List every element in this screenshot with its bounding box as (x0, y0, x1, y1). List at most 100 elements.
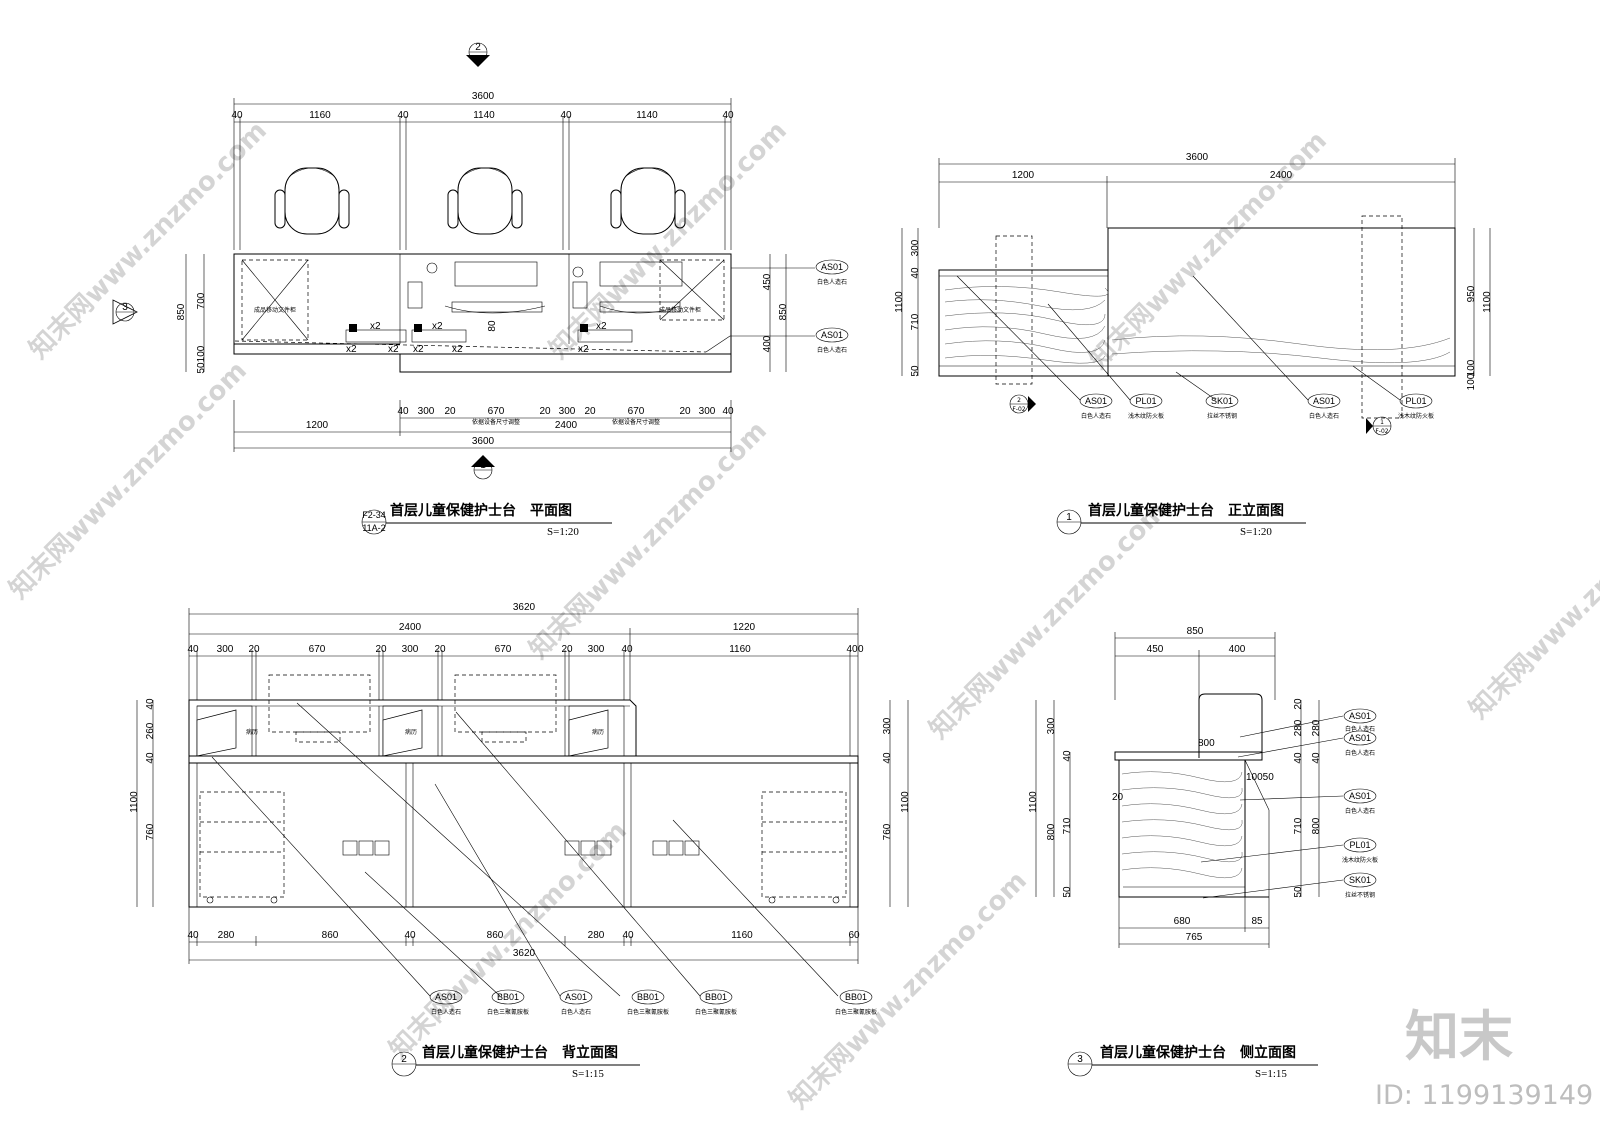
material-tag: SK01 拉丝不锈钢 (1343, 872, 1377, 899)
svg-text:3600: 3600 (1186, 152, 1209, 163)
svg-text:2: 2 (1017, 397, 1021, 404)
section-marker: 2 F-02 (1009, 394, 1036, 414)
svg-text:100: 100 (1466, 359, 1477, 376)
svg-text:3620: 3620 (513, 602, 536, 613)
svg-text:11A-2: 11A-2 (362, 523, 385, 533)
svg-text:670: 670 (628, 406, 645, 417)
side-title: 首层儿童保健护士台 侧立面图 (1100, 1044, 1296, 1061)
wood-grain (1121, 771, 1243, 879)
watermark-4: 知末网www.znzmo.com (4, 356, 253, 605)
plan-small-dim: 80 (487, 320, 498, 332)
svg-text:40: 40 (622, 930, 634, 941)
svg-text:20: 20 (584, 406, 596, 417)
material-tag: AS01 白色人造石 (1343, 730, 1377, 757)
front-title-block: 1 首层儿童保健护士台 正立面图 S=1:20 (1056, 502, 1306, 538)
svg-text:白色三聚氰胺板: 白色三聚氰胺板 (627, 1008, 669, 1016)
svg-text:PL01: PL01 (1135, 396, 1156, 406)
material-tag: PL01 浅木纹防火板 (1342, 837, 1378, 864)
power-outlet-icon (652, 840, 700, 856)
svg-text:2: 2 (475, 42, 481, 53)
svg-text:2: 2 (401, 1054, 407, 1065)
svg-text:3600: 3600 (472, 436, 495, 447)
svg-text:300: 300 (588, 644, 605, 655)
svg-text:SK01: SK01 (1349, 875, 1371, 885)
svg-text:850: 850 (176, 303, 187, 320)
svg-text:白色人造石: 白色人造石 (1345, 807, 1375, 815)
plan-view: 2 3600 40 1160 40 1140 40 1140 40 (112, 42, 849, 538)
svg-text:1: 1 (480, 460, 486, 471)
svg-text:860: 860 (322, 930, 339, 941)
power-outlet-icon (564, 840, 612, 856)
svg-text:400: 400 (1229, 644, 1246, 655)
svg-text:300: 300 (559, 406, 576, 417)
svg-text:40: 40 (404, 930, 416, 941)
svg-text:20: 20 (539, 406, 551, 417)
svg-text:710: 710 (1062, 817, 1073, 834)
svg-text:2400: 2400 (1270, 170, 1293, 181)
svg-text:40: 40 (846, 644, 858, 655)
svg-text:白色三聚氰胺板: 白色三聚氰胺板 (695, 1008, 737, 1016)
svg-text:x2: x2 (596, 321, 607, 332)
svg-text:0: 0 (858, 644, 864, 655)
plan-title: 首层儿童保健护士台 平面图 (390, 502, 572, 519)
svg-text:F-02: F-02 (1375, 428, 1388, 435)
svg-text:50: 50 (196, 362, 207, 374)
svg-text:依据设备尺寸调整: 依据设备尺寸调整 (612, 418, 660, 426)
svg-text:白色人造石: 白色人造石 (561, 1008, 591, 1016)
svg-text:x2: x2 (413, 344, 424, 355)
svg-text:40: 40 (1311, 752, 1322, 764)
svg-text:3620: 3620 (513, 948, 536, 959)
svg-text:白色人造石: 白色人造石 (1081, 412, 1111, 420)
watermark-6: 知末网www.znzmo.com (924, 496, 1173, 745)
svg-text:BB01: BB01 (497, 992, 519, 1002)
svg-text:40: 40 (722, 110, 734, 121)
section-mark-top: 2 (466, 42, 490, 67)
svg-text:BB01: BB01 (637, 992, 659, 1002)
material-tag: BB01 白色三聚氰胺板 (695, 989, 737, 1016)
svg-text:85: 85 (1251, 916, 1263, 927)
svg-text:1: 1 (1380, 419, 1384, 426)
chair-icon (447, 167, 523, 235)
back-elevation: 3620 2400 1220 40 300 20 670 20 300 20 6… (129, 602, 911, 1080)
svg-text:40: 40 (397, 110, 409, 121)
material-tag: AS01 白色人造石 (559, 989, 593, 1016)
svg-text:60: 60 (848, 930, 860, 941)
svg-text:670: 670 (309, 644, 326, 655)
svg-text:白色三聚氰胺板: 白色三聚氰胺板 (487, 1008, 529, 1016)
svg-text:700: 700 (196, 292, 207, 309)
chair-icon (274, 167, 350, 235)
svg-text:浅木纹防火板: 浅木纹防火板 (1128, 412, 1164, 420)
svg-text:50: 50 (910, 365, 921, 377)
svg-text:SK01: SK01 (1211, 396, 1233, 406)
svg-text:300: 300 (418, 406, 435, 417)
svg-text:AS01: AS01 (1085, 396, 1107, 406)
svg-text:20: 20 (679, 406, 691, 417)
material-tag: BB01 白色三聚氰胺板 (627, 989, 669, 1016)
svg-text:710: 710 (1293, 817, 1304, 834)
section-marker: 1 F-02 (1366, 416, 1392, 436)
svg-text:800: 800 (1198, 738, 1215, 749)
svg-text:40: 40 (231, 110, 243, 121)
svg-text:x2: x2 (578, 344, 589, 355)
watermark-9: 知末网www.znzmo.com (1464, 476, 1600, 725)
svg-text:850: 850 (1187, 626, 1204, 637)
watermarks: 知末网www.znzmo.com 知末网www.znzmo.com 知末网www… (4, 116, 1600, 1115)
svg-text:300: 300 (1046, 717, 1057, 734)
svg-text:950: 950 (1466, 285, 1477, 302)
svg-text:浅木纹防火板: 浅木纹防火板 (1398, 412, 1434, 420)
svg-text:依据设备尺寸调整: 依据设备尺寸调整 (472, 418, 520, 426)
svg-text:40: 40 (145, 698, 156, 710)
back-scale: S=1:15 (572, 1068, 604, 1080)
chair-icon (610, 167, 686, 235)
svg-text:AS01: AS01 (435, 992, 457, 1002)
svg-text:300: 300 (217, 644, 234, 655)
svg-text:2400: 2400 (555, 420, 578, 431)
svg-text:病历: 病历 (592, 728, 604, 736)
svg-text:450: 450 (1147, 644, 1164, 655)
material-tag: AS01 白色人造石 (1343, 708, 1377, 733)
svg-text:670: 670 (495, 644, 512, 655)
material-tag: BB01 白色三聚氰胺板 (487, 989, 529, 1016)
svg-text:浅木纹防火板: 浅木纹防火板 (1342, 856, 1378, 864)
svg-text:3: 3 (1077, 1054, 1083, 1065)
